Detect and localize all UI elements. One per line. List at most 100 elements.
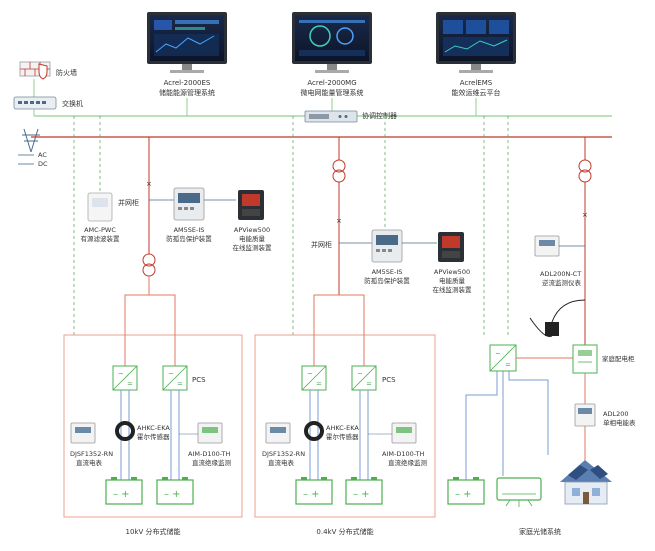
- battery-1-a: – +: [105, 477, 143, 505]
- air-conditioner-icon: [496, 477, 542, 507]
- amc-desc: 有源滤波装置: [81, 234, 121, 243]
- controller-label: 协调控制器: [362, 111, 397, 120]
- adl200-device: [574, 403, 596, 427]
- dc-meter-1: [70, 422, 96, 444]
- svg-text:– +: – +: [303, 489, 320, 500]
- apview-2-desc2: 在线监测装置: [433, 285, 473, 294]
- apview-device-1: [238, 190, 264, 220]
- hall-sensor-2-icon: [304, 421, 324, 441]
- pcs-2-a: ~ =: [301, 365, 327, 391]
- aim-2-desc: 直流绝缘监测: [388, 458, 428, 467]
- pcs-1-b: ~ =: [162, 365, 188, 391]
- am5se-2-name: AM5SE-IS: [372, 268, 403, 276]
- apview-1-desc2: 在线监测装置: [233, 243, 273, 252]
- aim-1-name: AIM-D100-TH: [188, 450, 230, 458]
- switch-label: 交换机: [62, 99, 83, 108]
- amc-pwc-device: [87, 192, 113, 222]
- adl200n-name: ADL200N-CT: [540, 270, 581, 278]
- dc-meter-1-desc: 直流电表: [76, 458, 103, 467]
- svg-text:– +: – +: [164, 489, 181, 500]
- amc-name: AMC-PWC: [84, 226, 116, 234]
- svg-text:– +: – +: [113, 489, 130, 500]
- monitor-es: [147, 12, 227, 73]
- aim-2-name: AIM-D100-TH: [382, 450, 424, 458]
- switch-x-3: ×: [582, 211, 588, 219]
- svg-text:=: =: [127, 380, 133, 388]
- section-1-title: 10kV 分布式储能: [126, 527, 181, 536]
- am5se-device-1: [173, 187, 205, 221]
- svg-text:=: =: [316, 380, 322, 388]
- svg-text:– +: – +: [353, 489, 370, 500]
- system-es-name: Acrel-2000ES: [164, 79, 211, 87]
- pcs-2-label: PCS: [382, 376, 396, 384]
- sensor-2-name: AHKC-EKA: [326, 424, 359, 432]
- firewall-label: 防火墙: [56, 68, 77, 77]
- aim-2-device: [391, 422, 417, 444]
- home-cabinet-label: 家庭配电柜: [602, 354, 635, 363]
- svg-text:=: =: [505, 361, 511, 369]
- switch-x-2: ×: [336, 217, 342, 225]
- svg-text:– +: – +: [455, 489, 472, 500]
- legend-dc: DC: [38, 160, 48, 168]
- svg-text:~: ~: [168, 370, 174, 378]
- am5se-2-desc: 防孤岛保护装置: [364, 276, 410, 285]
- dc-meter-2-desc: 直流电表: [268, 458, 295, 467]
- switch-icon: [13, 96, 57, 110]
- aim-1-desc: 直流绝缘监测: [192, 458, 232, 467]
- home-cabinet-icon: [572, 344, 598, 374]
- svg-text:~: ~: [118, 370, 124, 378]
- comm-lines: [73, 116, 509, 335]
- dc-meter-2: [265, 422, 291, 444]
- monitor-ems: [436, 12, 516, 73]
- system-mg-name: Acrel-2000MG: [307, 79, 356, 87]
- transformer-3-icon: [578, 159, 592, 183]
- section-1-box: [63, 334, 243, 518]
- system-mg-desc: 微电网能量管理系统: [301, 88, 364, 97]
- battery-1-b: – +: [156, 477, 194, 505]
- system-ems-desc: 能效运维云平台: [452, 88, 501, 97]
- dc-meter-2-name: DJSF1352-RN: [262, 450, 305, 458]
- monitor-mg: [292, 12, 372, 73]
- am5se-1-desc: 防孤岛保护装置: [166, 234, 212, 243]
- house-solar-icon: [560, 460, 612, 505]
- battery-2-b: – +: [345, 477, 383, 505]
- adl200n-desc: 逆流监测仪表: [542, 278, 582, 287]
- hall-sensor-1-icon: [115, 421, 135, 441]
- sensor-1-desc: 霍尔传感器: [137, 432, 170, 441]
- adl200n-device: [534, 235, 560, 257]
- am5se-1-name: AM5SE-IS: [174, 226, 205, 234]
- svg-text:=: =: [366, 380, 372, 388]
- svg-text:~: ~: [495, 350, 501, 358]
- transformer-1-icon: [142, 253, 156, 277]
- section-2-title: 0.4kV 分布式储能: [316, 527, 373, 536]
- sensor-2-desc: 霍尔传感器: [326, 432, 359, 441]
- apview-device-2: [438, 232, 464, 262]
- controller-icon: [304, 110, 358, 123]
- pcs-1-a: ~ =: [112, 365, 138, 391]
- grid-cabinet-1-label: 并网柜: [118, 198, 139, 207]
- battery-3: – +: [447, 477, 485, 505]
- section-2-box: [254, 334, 436, 518]
- transformer-2-icon: [332, 159, 346, 183]
- adl200-desc: 单相电能表: [603, 418, 636, 427]
- svg-text:~: ~: [307, 370, 313, 378]
- legend-ac: AC: [38, 151, 47, 159]
- apview-1-desc1: 电能质量: [239, 234, 266, 243]
- am5se-device-2: [371, 229, 403, 263]
- svg-text:=: =: [177, 380, 183, 388]
- battery-2-a: – +: [295, 477, 333, 505]
- apview-2-name: APView500: [434, 268, 470, 276]
- system-ems-name: AcrelEMS: [460, 79, 493, 87]
- apview-2-desc1: 电能质量: [439, 276, 466, 285]
- svg-text:~: ~: [357, 370, 363, 378]
- grid-cabinet-2-label: 并网柜: [311, 240, 332, 249]
- switch-x-1: ×: [146, 180, 152, 188]
- system-es-desc: 储能能源管理系统: [159, 88, 215, 97]
- dc-meter-1-name: DJSF1352-RN: [70, 450, 113, 458]
- grid-tower-icon: [22, 128, 40, 153]
- pcs-1-label: PCS: [192, 376, 206, 384]
- aim-1-device: [197, 422, 223, 444]
- apview-1-name: APView500: [234, 226, 270, 234]
- pcs-2-b: ~ =: [351, 365, 377, 391]
